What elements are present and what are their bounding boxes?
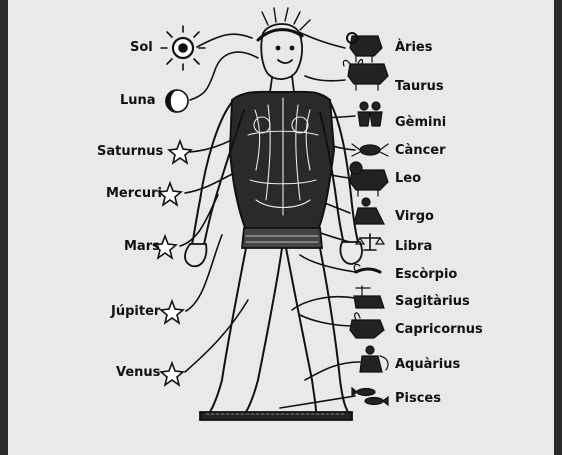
zodiac-label-virgo: Virgo — [395, 210, 434, 223]
venus-star-icon — [161, 363, 183, 385]
goat-icon — [350, 313, 384, 338]
planet-label-mercuri: Mercuri — [106, 187, 162, 200]
planet-label-jupiter: Júpiter — [111, 305, 160, 318]
human-figure — [185, 8, 362, 420]
planet-label-luna: Luna — [120, 94, 156, 107]
bull-icon — [343, 60, 388, 91]
zodiac-label-libra: Libra — [395, 240, 432, 253]
planet-label-saturnus: Saturnus — [97, 145, 163, 158]
water-bearer-icon — [360, 346, 388, 372]
saturnus-star-icon — [169, 141, 191, 163]
virgin-icon — [354, 198, 384, 224]
zodiac-label-sagitarius: Sagitàrius — [395, 295, 470, 308]
planet-label-sol: Sol — [130, 41, 153, 54]
archer-icon — [354, 286, 384, 308]
planet-label-venus: Venus — [116, 366, 160, 379]
zodiac-label-taurus: Taurus — [395, 80, 444, 93]
scorpion-icon — [354, 264, 380, 272]
planet-label-mars: Mars — [124, 240, 160, 253]
zodiac-label-cancer: Càncer — [395, 144, 446, 157]
jupiter-star-icon — [161, 301, 183, 323]
mercuri-star-icon — [159, 183, 181, 205]
zodiac-label-capricornus: Capricornus — [395, 323, 483, 336]
zodiac-label-pisces: Pisces — [395, 392, 441, 405]
zodiac-label-aquarius: Aquàrius — [395, 358, 460, 371]
zodiac-label-leo: Leo — [395, 172, 421, 185]
sun-icon — [161, 26, 205, 70]
zodiac-label-gemini: Gèmini — [395, 116, 446, 129]
crab-icon — [352, 144, 388, 156]
moon-icon — [166, 90, 188, 112]
twins-icon — [358, 102, 382, 126]
fish-icon — [352, 388, 388, 405]
lion-icon — [350, 162, 388, 196]
zodiac-label-aries: Àries — [395, 41, 432, 54]
zodiac-label-escorpio: Escòrpio — [395, 268, 457, 281]
ram-icon — [347, 33, 382, 62]
